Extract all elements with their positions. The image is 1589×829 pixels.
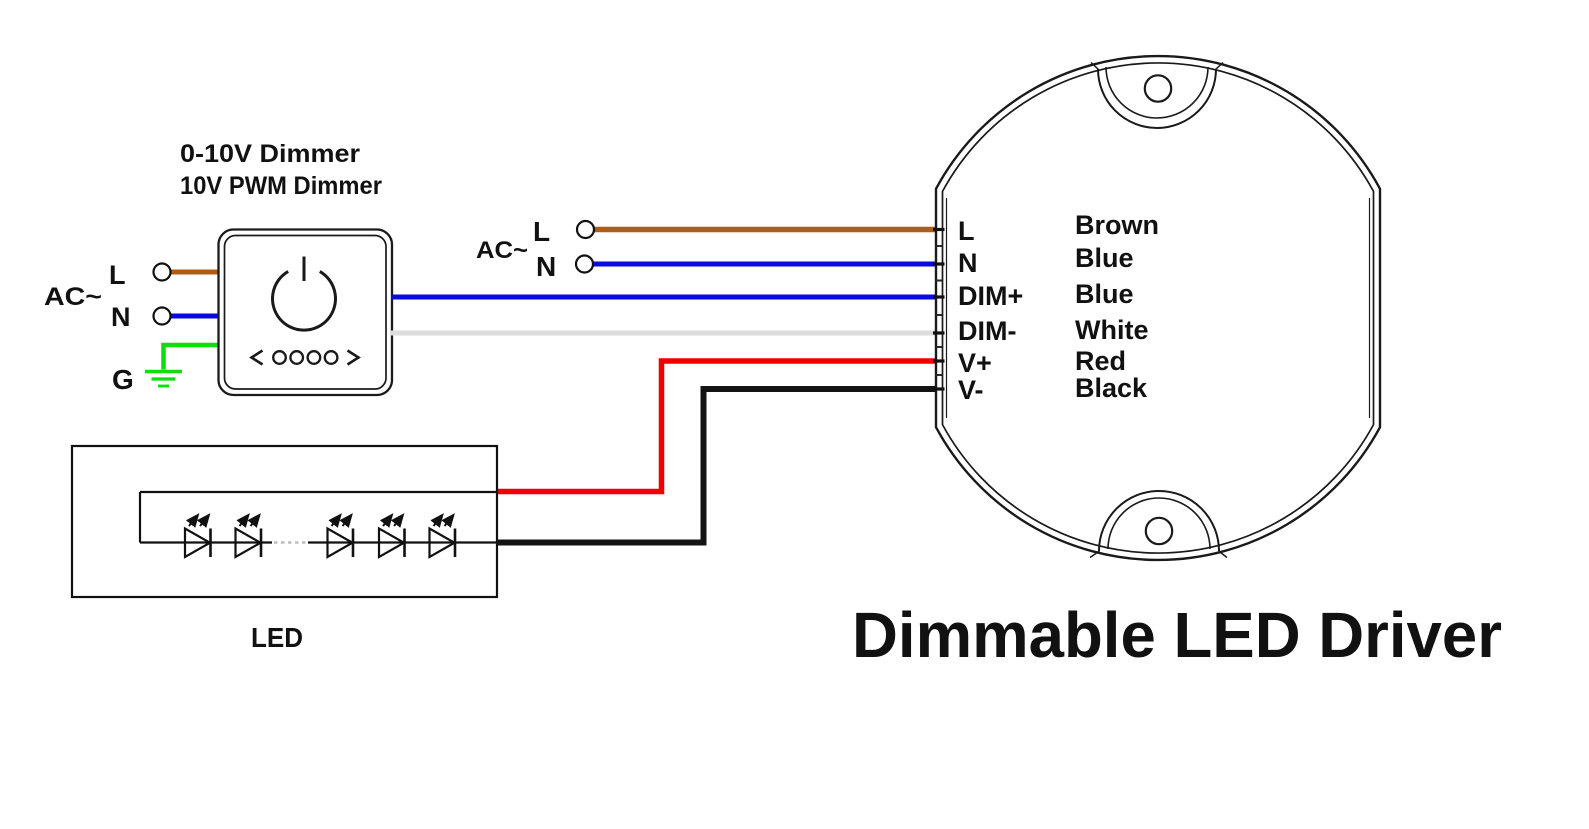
diode-triangle: [326, 526, 355, 559]
notch-seam: [1218, 550, 1228, 559]
light-emission-arrow: [430, 513, 444, 528]
diode-triangle: [377, 526, 407, 559]
led-diode-symbol: [428, 513, 457, 559]
dimmer-title-line2: 10V PWM Dimmer: [180, 172, 382, 200]
light-emission-arrow: [236, 513, 250, 528]
diode-triangle: [234, 526, 263, 559]
dimmer-ac-input-group: AC~ L N G: [44, 260, 220, 395]
light-emission-arrow: [247, 513, 261, 528]
dim-dot: [289, 350, 305, 365]
wall-dimmer-body: [217, 228, 394, 397]
top-notch-outer-arc: [1097, 68, 1217, 129]
light-emission-arrow: [339, 513, 353, 528]
light-emission-arrow: [196, 513, 211, 528]
chevron-right-icon: [346, 349, 361, 366]
wire-color-name: Black: [1075, 373, 1148, 403]
dim-dot: [306, 350, 322, 365]
led-diode-symbol: [234, 513, 263, 559]
diode-triangle: [428, 526, 457, 559]
wall-dimmer-section: 0-10V Dimmer 10V PWM Dimmer AC~ L N G: [44, 140, 941, 397]
terminal-name: DIM-: [958, 316, 1016, 346]
power-icon: [271, 256, 337, 332]
ac-label: AC~: [44, 283, 102, 311]
dim-dot: [272, 350, 287, 365]
terminal-name: DIM+: [958, 281, 1023, 311]
ac-label: AC~: [476, 237, 528, 264]
bottom-mounting-ear: [1089, 490, 1228, 559]
light-emission-arrow: [379, 513, 394, 528]
neutral-terminal-label: N: [536, 251, 556, 282]
led-module-outline: [70, 444, 499, 599]
led-driver-body: L N DIM+ DIM- V+ V- Brown Blue Blue Whit…: [933, 54, 1382, 562]
terminal-name: N: [958, 248, 978, 278]
driver-terminal-labels: L N DIM+ DIM- V+ V-: [958, 216, 1023, 405]
dimmer-outer-frame: [217, 228, 394, 397]
wire-color-name: White: [1075, 315, 1149, 345]
terminal-name: V-: [958, 375, 984, 405]
terminal-name: L: [958, 216, 975, 246]
mounting-hole: [1144, 516, 1174, 546]
notch-seam: [1090, 61, 1100, 71]
bottom-notch-outer-arc: [1098, 490, 1220, 552]
led-module: LED: [70, 444, 499, 653]
wire-ground-green: [161, 342, 220, 370]
wire-v-minus-black: [498, 386, 941, 546]
dim-dot: [323, 350, 339, 365]
live-terminal-label: L: [109, 260, 126, 290]
top-mounting-ear: [1090, 61, 1224, 129]
wire-v-plus-red: [498, 358, 941, 495]
wire-color-name: Blue: [1075, 279, 1134, 309]
live-terminal-circle: [152, 262, 172, 282]
light-emission-arrow: [441, 513, 455, 528]
terminal-entry-ticks: [933, 227, 945, 391]
driver-wire-color-labels: Brown Blue Blue White Red Black: [1075, 210, 1159, 403]
chevron-left-icon: [249, 349, 264, 366]
led-module-label: LED: [251, 622, 303, 653]
dimmer-title-line1: 0-10V Dimmer: [180, 140, 360, 168]
mounting-hole: [1143, 74, 1173, 103]
notch-seam: [1089, 550, 1100, 559]
driver-outer-outline: [934, 54, 1382, 562]
earth-ground-icon: [145, 369, 182, 388]
driver-ac-input-group: AC~ L N: [476, 216, 941, 282]
bottom-notch-inner-arc: [1107, 497, 1211, 550]
power-icon-arc: [271, 270, 337, 332]
diagram-title: Dimmable LED Driver: [852, 599, 1502, 671]
diode-triangle: [183, 526, 213, 559]
dimmer-inner-frame: [223, 234, 387, 390]
notch-seam: [1214, 61, 1224, 71]
dim-level-indicator: [249, 349, 361, 366]
led-diode-symbol: [183, 513, 213, 559]
ground-terminal-label: G: [112, 364, 134, 395]
neutral-terminal-label: N: [111, 302, 131, 332]
live-terminal-label: L: [533, 216, 550, 247]
neutral-terminal-circle: [152, 306, 172, 326]
neutral-terminal-circle: [574, 254, 595, 274]
wire-color-name: Brown: [1075, 210, 1159, 240]
light-emission-arrow: [390, 513, 405, 528]
driver-inner-outline: [941, 62, 1375, 554]
led-diode-symbol: [377, 513, 407, 559]
top-notch-inner-arc: [1105, 66, 1209, 119]
terminal-name: V+: [958, 348, 992, 378]
light-emission-arrow: [328, 513, 342, 528]
wire-color-name: Blue: [1075, 243, 1134, 273]
led-diode-symbol: [326, 513, 355, 559]
wire-color-name: Red: [1075, 346, 1126, 376]
light-emission-arrow: [185, 513, 200, 528]
live-terminal-circle: [575, 219, 596, 240]
